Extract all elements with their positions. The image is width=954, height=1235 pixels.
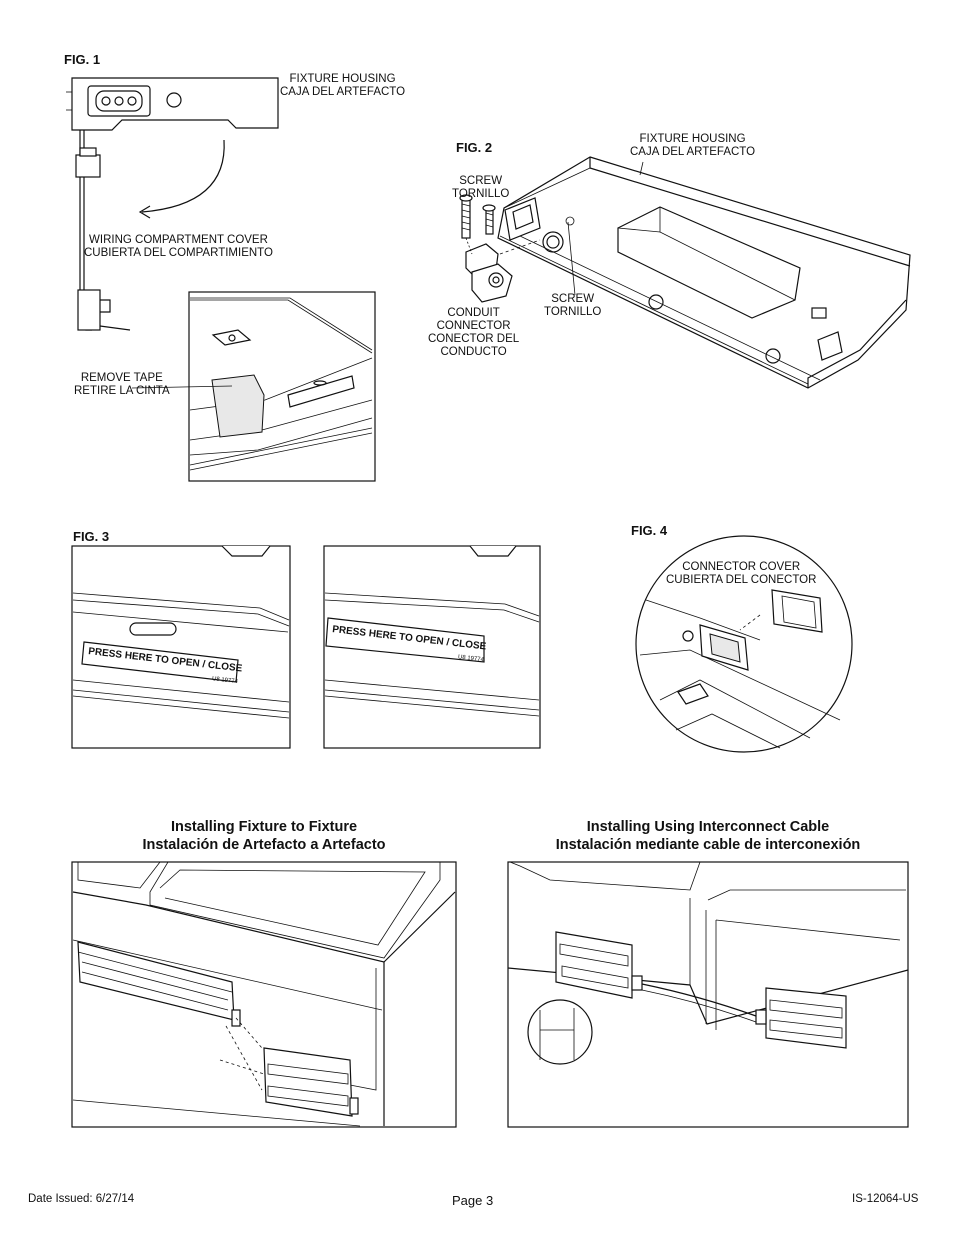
fig4-connector-cover-callout: CONNECTOR COVER CUBIERTA DEL CONECTOR	[666, 561, 816, 587]
heading-line-es: Instalación de Artefacto a Artefacto	[142, 837, 386, 853]
fig3-label: FIG. 3	[73, 529, 110, 544]
install-fixture-heading: Installing Fixture to Fixture Instalació…	[72, 818, 456, 854]
heading-line-en: Installing Fixture to Fixture	[170, 819, 358, 835]
callout-line: TORNILLO	[544, 306, 602, 318]
fig4-label: FIG. 4	[631, 523, 668, 538]
callout-line: SCREW	[551, 293, 595, 305]
callout-line: SCREW	[459, 175, 503, 187]
callout-line: CONNECTOR COVER	[682, 561, 801, 573]
fig2-fixture-housing-callout: FIXTURE HOUSING CAJA DEL ARTEFACTO	[630, 133, 755, 159]
callout-line: CONDUCTO	[440, 346, 507, 358]
callout-line: CUBIERTA DEL CONECTOR	[666, 574, 817, 586]
callout-line: TORNILLO	[452, 188, 510, 200]
fig2-screw-mid-callout: SCREW TORNILLO	[544, 293, 601, 319]
callout-line: CONDUIT	[447, 307, 500, 319]
callout-line: CAJA DEL ARTEFACTO	[280, 86, 406, 98]
footer-doc-id: IS-12064-US	[852, 1193, 919, 1205]
callout-line: CONNECTOR	[436, 320, 511, 332]
fig1-fixture-housing-callout: FIXTURE HOUSING CAJA DEL ARTEFACTO	[280, 73, 405, 99]
fig2-screw-top-callout: SCREW TORNILLO	[452, 175, 509, 201]
fig1-label: FIG. 1	[64, 52, 101, 67]
callout-line: CONECTOR DEL	[428, 333, 520, 345]
callout-line: CUBIERTA DEL COMPARTIMIENTO	[84, 247, 273, 259]
fig1-wiring-cover-callout: WIRING COMPARTMENT COVER CUBIERTA DEL CO…	[84, 234, 273, 260]
fig2-conduit-callout: CONDUIT CONNECTOR CONECTOR DEL CONDUCTO	[428, 307, 519, 359]
callout-line: REMOVE TAPE	[80, 372, 163, 384]
install-cable-heading: Installing Using Interconnect Cable Inst…	[508, 818, 908, 854]
callout-line: RETIRE LA CINTA	[74, 385, 170, 397]
callout-line: CAJA DEL ARTEFACTO	[630, 146, 756, 158]
fig2-label: FIG. 2	[456, 140, 493, 155]
heading-line-es: Instalación mediante cable de interconex…	[555, 837, 861, 853]
footer-page-number: Page 3	[452, 1193, 494, 1208]
footer-date: Date Issued: 6/27/14	[28, 1193, 135, 1205]
callout-line: FIXTURE HOUSING	[639, 133, 746, 145]
fig3-right-model-label: U8 19774	[458, 654, 485, 663]
heading-line-en: Installing Using Interconnect Cable	[586, 819, 830, 835]
fig1-remove-tape-callout: REMOVE TAPE RETIRE LA CINTA	[74, 372, 170, 398]
callout-line: WIRING COMPARTMENT COVER	[89, 234, 268, 246]
fig3-left-model-label: U8 19774	[212, 676, 239, 685]
callout-line: FIXTURE HOUSING	[289, 73, 396, 85]
